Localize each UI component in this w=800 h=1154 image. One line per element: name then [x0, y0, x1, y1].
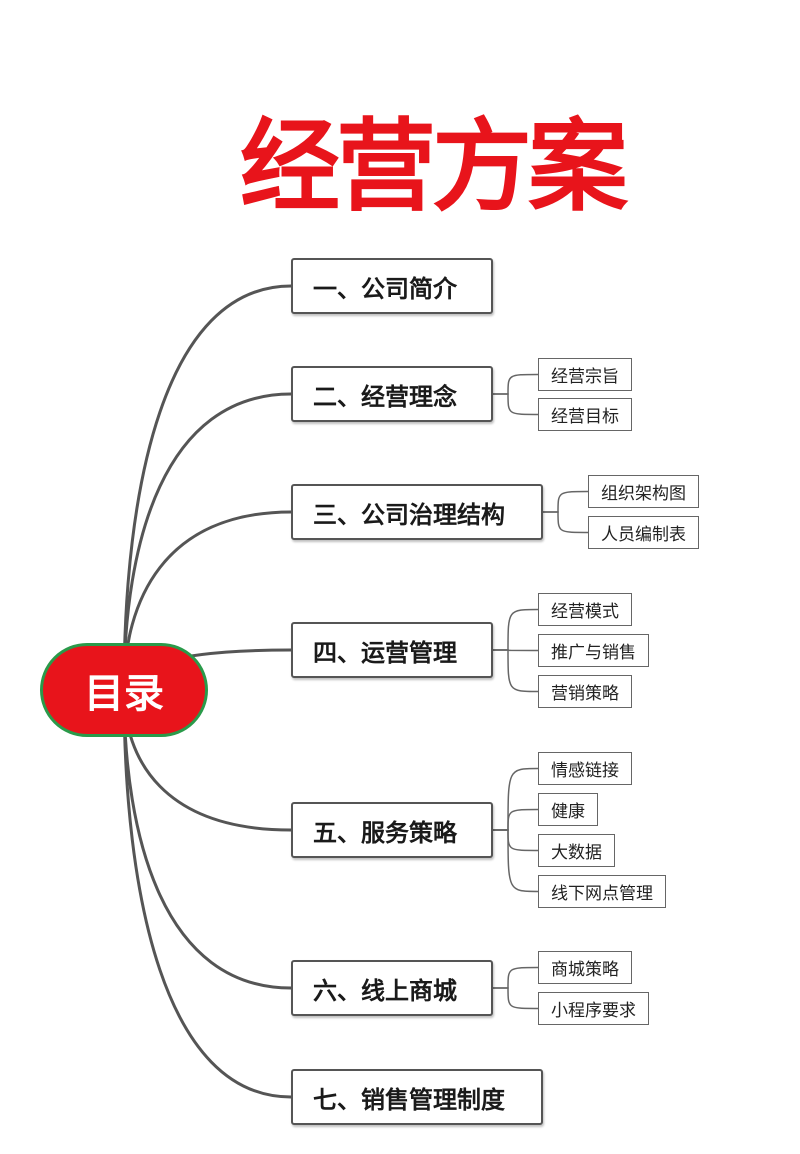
sub-item-offline-network[interactable]: 线下网点管理 — [538, 875, 666, 908]
sub-connector-curve — [493, 767, 539, 831]
sub-item-marketing-strategy[interactable]: 营销策略 — [538, 675, 632, 708]
sub-item-staffing-table[interactable]: 人员编制表 — [588, 516, 699, 549]
section-label: 三、公司治理结构 — [313, 500, 505, 529]
sub-item-business-goal[interactable]: 经营目标 — [538, 398, 632, 431]
section-governance-structure[interactable]: 三、公司治理结构 — [291, 484, 543, 540]
page-title: 经营方案 — [240, 108, 628, 225]
sub-item-big-data[interactable]: 大数据 — [538, 834, 615, 867]
connector-curve — [122, 689, 292, 1099]
connector-curve — [122, 392, 292, 691]
section-company-intro[interactable]: 一、公司简介 — [291, 258, 493, 314]
sub-connector-curve — [493, 649, 539, 693]
section-label: 二、经营理念 — [313, 382, 457, 411]
sub-connector-curve — [493, 829, 539, 852]
sub-item-mall-strategy[interactable]: 商城策略 — [538, 951, 632, 984]
sub-connector-curve — [493, 373, 539, 395]
section-label: 五、服务策略 — [313, 818, 457, 847]
sub-connector-curve — [493, 829, 539, 893]
sub-item-business-model[interactable]: 经营模式 — [538, 593, 632, 626]
section-label: 四、运营管理 — [313, 638, 457, 667]
section-label: 一、公司简介 — [313, 274, 457, 303]
section-business-philosophy[interactable]: 二、经营理念 — [291, 366, 493, 422]
section-label: 七、销售管理制度 — [313, 1085, 505, 1114]
sub-item-mini-program[interactable]: 小程序要求 — [538, 992, 649, 1025]
section-operations-management[interactable]: 四、运营管理 — [291, 622, 493, 678]
sub-connector-curve — [493, 608, 539, 651]
section-service-strategy[interactable]: 五、服务策略 — [291, 802, 493, 858]
sub-connector-curve — [493, 966, 539, 989]
sub-connector-curve — [493, 808, 539, 831]
sub-connector-curve — [543, 511, 589, 534]
sub-item-health[interactable]: 健康 — [538, 793, 598, 826]
sub-item-org-chart[interactable]: 组织架构图 — [588, 475, 699, 508]
sub-item-promotion-sales[interactable]: 推广与销售 — [538, 634, 649, 667]
connector-curve — [122, 284, 292, 691]
section-online-mall[interactable]: 六、线上商城 — [291, 960, 493, 1016]
sub-item-emotional-link[interactable]: 情感链接 — [538, 752, 632, 785]
sub-connector-curve — [493, 987, 539, 1010]
section-sales-management[interactable]: 七、销售管理制度 — [291, 1069, 543, 1125]
sub-connector-curve — [543, 490, 589, 513]
sub-connector-curve — [493, 393, 539, 416]
section-label: 六、线上商城 — [313, 976, 457, 1005]
sub-item-business-purpose[interactable]: 经营宗旨 — [538, 358, 632, 391]
root-node-toc[interactable]: 目录 — [40, 643, 208, 737]
